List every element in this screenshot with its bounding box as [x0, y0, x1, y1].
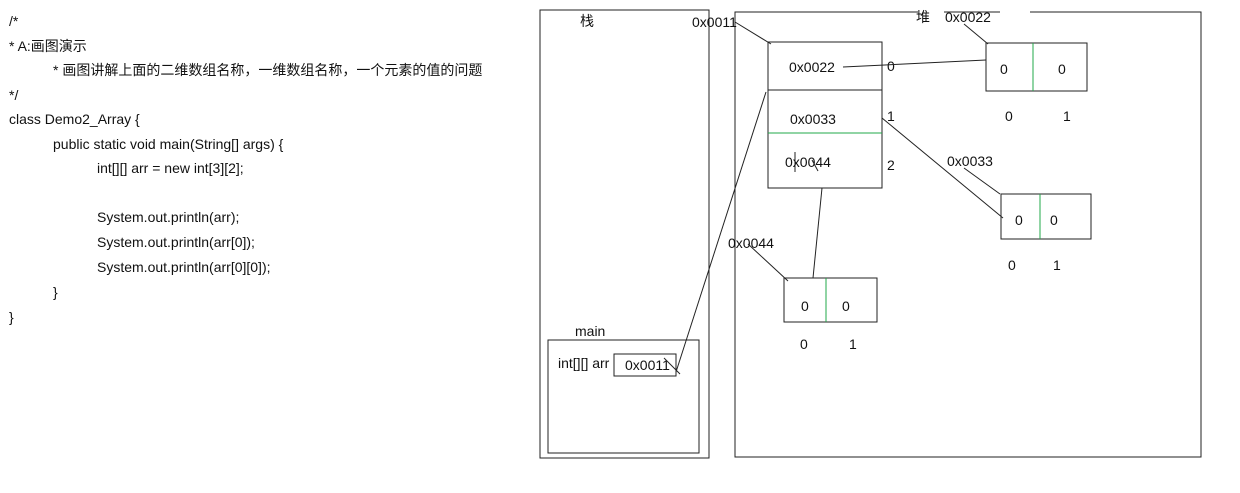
- code-panel: /* * A:画图演示 * 画图讲解上面的二维数组名称，一维数组名称，一个元素的…: [0, 0, 530, 493]
- code-line: int[][] arr = new int[3][2];: [97, 160, 244, 176]
- inner-array-2-value-1: 0: [842, 298, 850, 314]
- inner-array-2-value-0: 0: [801, 298, 809, 314]
- outer-array: [767, 41, 883, 189]
- code-line: * 画图讲解上面的二维数组名称，一维数组名称，一个元素的值的问题: [53, 62, 483, 78]
- inner-array-1-address: 0x0033: [947, 153, 993, 169]
- heap-area: [734, 11, 1202, 458]
- variable-value: 0x0011: [625, 357, 670, 373]
- inner-array-1-value-1: 0: [1050, 212, 1058, 228]
- code-line: System.out.println(arr);: [97, 209, 240, 225]
- inner-array-0-address: 0x0022: [945, 9, 991, 25]
- stack-area: [539, 9, 710, 459]
- pointer-line: [747, 243, 789, 282]
- outer-cell-1: 0x0033: [790, 111, 836, 127]
- inner-array-2-index-1: 1: [849, 336, 857, 352]
- outer-array-address: 0x0011: [692, 14, 737, 30]
- variable-value-box: [613, 353, 677, 377]
- inner-array-0-value-1: 0: [1058, 61, 1066, 77]
- pointer-line: [811, 159, 819, 172]
- outer-cell-0: 0x0022: [789, 59, 835, 75]
- pointer-line: [842, 59, 987, 68]
- pointer-line: [812, 187, 823, 279]
- inner-array-1-value-0: 0: [1015, 212, 1023, 228]
- pointer-line: [963, 23, 989, 45]
- variable-label: int[][] arr: [558, 355, 610, 371]
- inner-array-2-index-0: 0: [800, 336, 808, 352]
- outer-index-0: 0: [887, 58, 895, 74]
- code-line: /*: [9, 13, 19, 29]
- code-line: */: [9, 87, 19, 103]
- stack-label: 栈: [580, 13, 594, 29]
- pointer-line: [663, 357, 681, 375]
- code-line: System.out.println(arr[0]);: [97, 234, 255, 250]
- main-frame: [547, 339, 700, 454]
- code-line: * A:画图演示: [9, 38, 87, 54]
- inner-array-0: [985, 42, 1088, 92]
- code-line: public static void main(String[] args) {: [53, 136, 284, 152]
- pointer-line: [734, 21, 772, 45]
- main-frame-label: main: [575, 323, 605, 339]
- inner-array-0-index-1: 1: [1063, 108, 1071, 124]
- inner-array-1-index-0: 0: [1008, 257, 1016, 273]
- heap-label: 堆: [916, 9, 930, 25]
- pointer-line: [675, 91, 767, 373]
- inner-array-2: [783, 277, 878, 323]
- inner-array-1-index-1: 1: [1053, 257, 1061, 273]
- inner-array-0-value-0: 0: [1000, 61, 1008, 77]
- outer-index-2: 2: [887, 157, 895, 173]
- code-line: System.out.println(arr[0][0]);: [97, 259, 271, 275]
- pointer-line: [963, 167, 1001, 195]
- code-line: }: [9, 309, 14, 325]
- inner-array-2-address: 0x0044: [728, 235, 774, 251]
- code-line: }: [53, 284, 58, 300]
- outer-cell-2: 0x0044: [785, 154, 831, 170]
- inner-array-0-index-0: 0: [1005, 108, 1013, 124]
- code-line: class Demo2_Array {: [9, 111, 140, 127]
- outer-index-1: 1: [887, 108, 895, 124]
- pointer-line: [881, 117, 1004, 219]
